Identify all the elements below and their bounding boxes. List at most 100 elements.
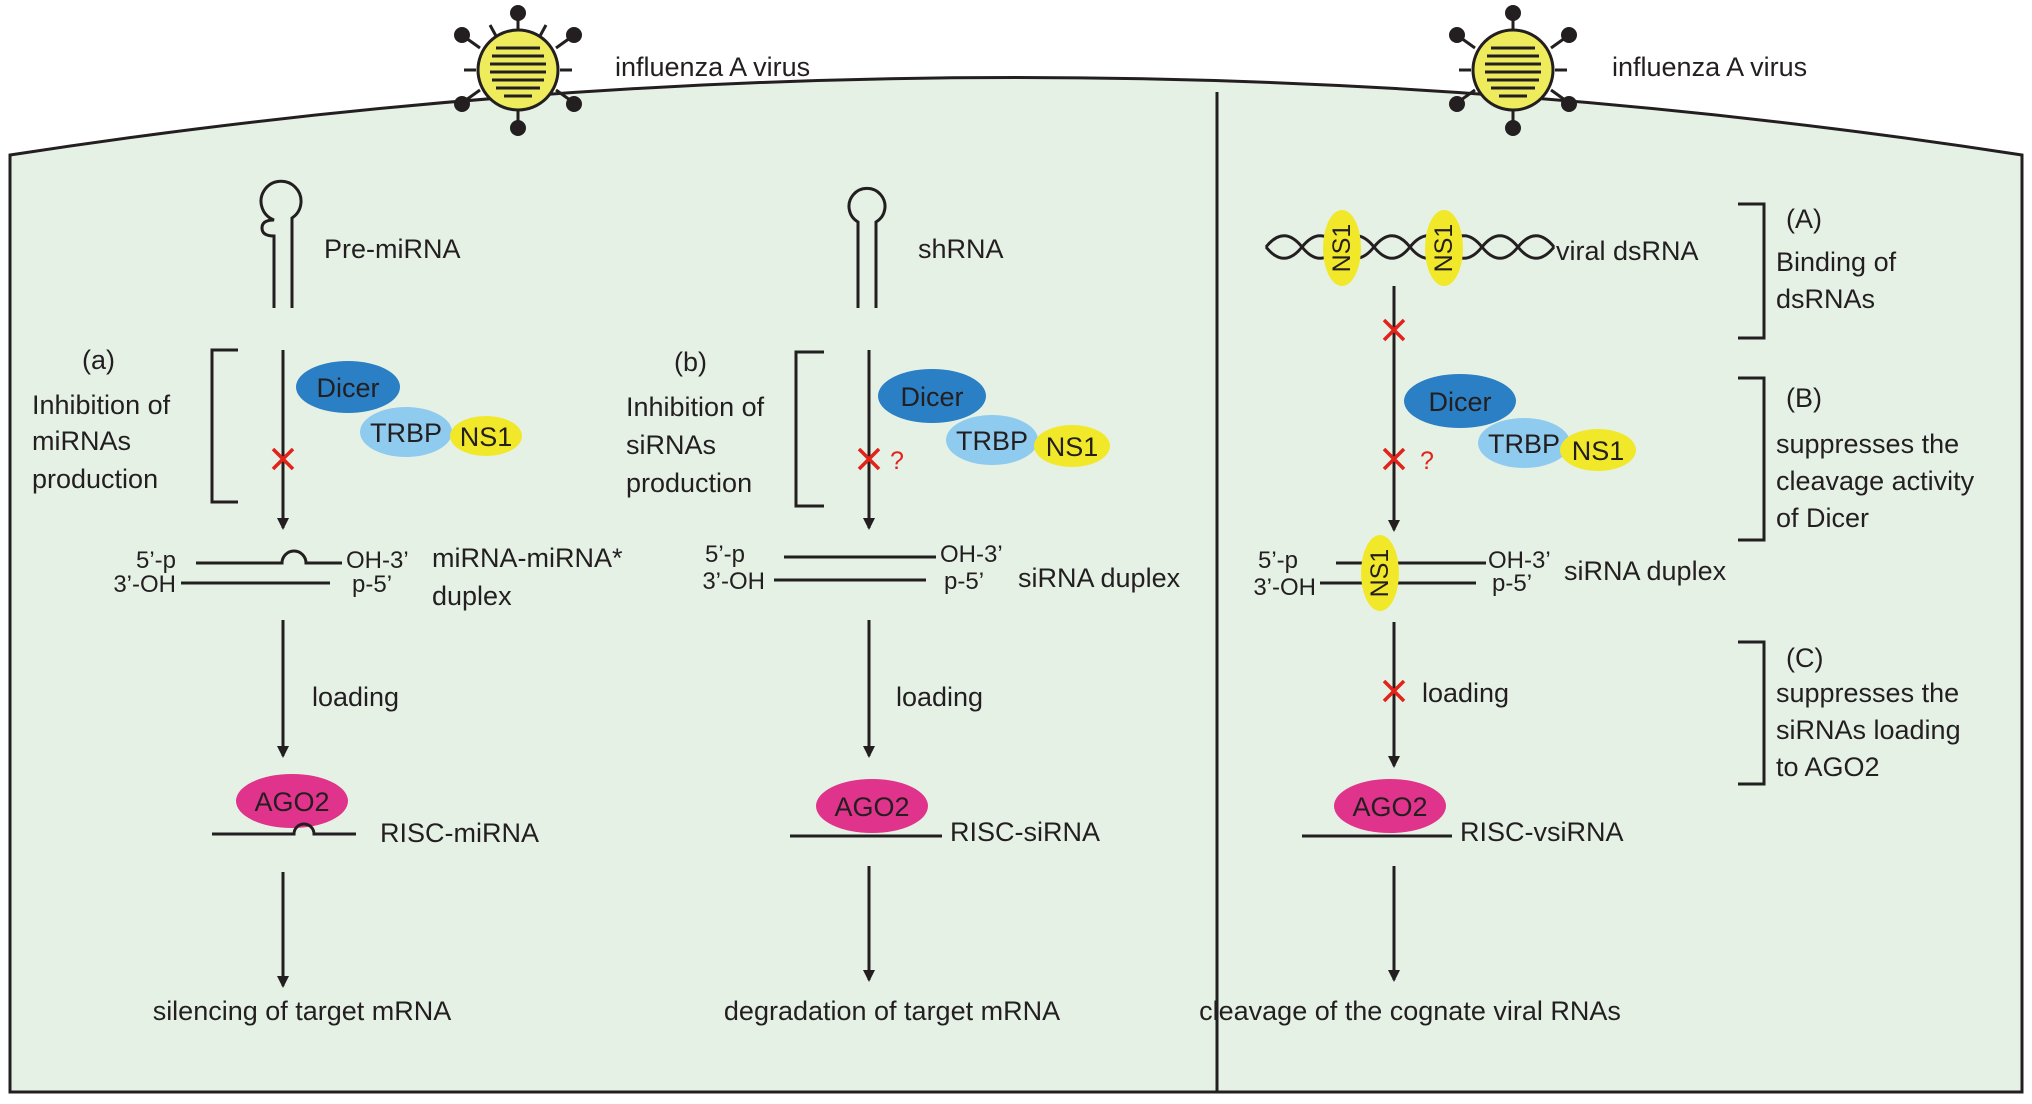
panel-a-dicer-label: Dicer [316,373,379,403]
panel-a-ns1 [450,416,522,456]
panel-b-inhibition-line2: siRNAs [626,430,716,460]
panel-a-duplex-label-line1: miRNA-miRNA* [432,543,623,573]
step-c-desc-line3: to AGO2 [1776,752,1880,782]
virus-right-label: influenza A virus [1612,52,1807,82]
step-a-tag: (A) [1786,204,1822,234]
panel-a-ns1-label: NS1 [460,422,513,452]
shrna-hairpin [847,186,887,308]
panel-b-ns1 [1034,425,1110,467]
panel-b-duplex-label: siRNA duplex [1018,563,1181,593]
panel-c-trbp [1478,418,1570,468]
virus-left-label: influenza A virus [615,52,810,82]
step-a-desc-line2: dsRNAs [1776,284,1875,314]
cell-membrane [8,76,2024,1094]
dsrna-ns1-left-label: NS1 [1328,224,1356,273]
duplex-ns1-label: NS1 [1366,549,1394,598]
panel-b-inhibition-line3: production [626,468,752,498]
panel-b-risc-label: RISC-siRNA [950,817,1100,847]
panel-c-loading-label: loading [1422,678,1509,708]
panel-a-dicer [296,361,400,413]
panel-c-question-mark: ? [1420,447,1434,475]
panel-a-risc-label: RISC-miRNA [380,818,539,848]
panel-b-bracket [794,350,824,508]
panel-c-dicer [1404,374,1516,428]
panel-a-end-oh3: OH-3’ [346,547,409,574]
panel-b-end-5p: 5’-p [705,541,745,568]
panel-a-mirna-duplex [181,549,342,585]
panel-b-question-mark: ? [890,447,904,475]
panel-c-end-oh3: OH-3’ [1488,547,1551,574]
panel-a-ago2 [236,774,348,828]
panel-c-end-p5: p-5’ [1492,570,1532,597]
duplex-ns1 [1361,535,1399,611]
step-a-desc-line1: Binding of [1776,247,1897,277]
panel-a-duplex-label-line2: duplex [432,581,512,611]
panel-b-end-oh3: OH-3’ [940,541,1003,568]
panel-b-trbp [946,415,1038,465]
panel-b-end-3oh: 3’-OH [702,568,765,595]
bracket-b [1738,376,1766,542]
step-b-desc-line2: cleavage activity [1776,466,1975,496]
panel-c-end-5p: 5’-p [1258,547,1298,574]
viral-dsrna-label: viral dsRNA [1556,236,1699,266]
bracket-c [1738,640,1766,786]
panel-b-tag: (b) [674,347,707,377]
step-c-desc-line1: suppresses the [1776,678,1959,708]
panel-a-inhibit-cross-icon [271,447,295,471]
panel-b-dicer-label: Dicer [900,382,963,412]
step-c-desc-line2: siRNAs loading [1776,715,1961,745]
panel-a-inhibition-line2: miRNAs [32,426,131,456]
shrna-label: shRNA [918,234,1004,264]
bracket-a [1738,202,1766,340]
panel-a-loading-label: loading [312,682,399,712]
panel-b-end-p5: p-5’ [944,568,984,595]
dsrna-ns1-right [1425,210,1463,286]
panel-b-inhibit-cross-icon [857,447,881,471]
pre-mirna-label: Pre-miRNA [324,234,461,264]
panel-c-inhibit-cross-2-icon [1382,447,1406,471]
panel-b-outcome-label: degradation of target mRNA [724,996,1060,1026]
panel-c-inhibit-cross-3-icon [1382,679,1406,703]
panel-a-tag: (a) [82,345,115,375]
panel-a-risc-strand [212,822,356,836]
panel-c-outcome-label: cleavage of the cognate viral RNAs [1199,996,1621,1026]
panel-c-risc-label: RISC-vsiRNA [1460,817,1624,847]
virus-right-icon [1449,5,1577,136]
step-b-desc-line3: of Dicer [1776,503,1869,533]
panel-a-bracket [210,348,238,504]
virus-left-icon [454,5,582,136]
panel-a-outcome-label: silencing of target mRNA [153,996,452,1026]
panel-a-end-3oh: 3’-OH [113,571,176,598]
panel-b-ago2 [816,779,928,833]
panel-a-end-p5: p-5’ [352,571,392,598]
panel-c-inhibit-cross-1-icon [1382,318,1406,342]
panel-a-inhibition-line1: Inhibition of [32,390,171,420]
panel-b-sirna-duplex [774,555,936,582]
panel-a-inhibition-line3: production [32,464,158,494]
panel-c-ns1 [1560,429,1636,471]
panel-a-end-5p: 5’-p [136,547,176,574]
panel-b-ago2-label: AGO2 [834,792,909,822]
step-b-tag: (B) [1786,383,1822,413]
panel-c-ago2-label: AGO2 [1352,792,1427,822]
step-b-desc-line1: suppresses the [1776,429,1959,459]
dsrna-ns1-left [1323,210,1361,286]
panel-a-trbp [360,407,452,457]
panel-b-ns1-label: NS1 [1046,432,1099,462]
panel-b-inhibition-line1: Inhibition of [626,392,765,422]
panel-a-trbp-label: TRBP [370,418,442,448]
panel-b-loading-label: loading [896,682,983,712]
step-c-tag: (C) [1786,643,1823,673]
pre-mirna-hairpin [259,179,303,308]
panel-c-ns1-label: NS1 [1572,436,1625,466]
panel-c-dicer-label: Dicer [1428,387,1491,417]
panel-b-trbp-label: TRBP [956,426,1028,456]
panel-c-ago2 [1334,779,1446,833]
viral-dsrna-helix [1264,234,1556,260]
dsrna-ns1-right-label: NS1 [1430,224,1458,273]
panel-c-trbp-label: TRBP [1488,429,1560,459]
panel-a-ago2-label: AGO2 [254,787,329,817]
panel-c-end-3oh: 3’-OH [1253,574,1316,601]
panel-c-duplex-label: siRNA duplex [1564,556,1727,586]
